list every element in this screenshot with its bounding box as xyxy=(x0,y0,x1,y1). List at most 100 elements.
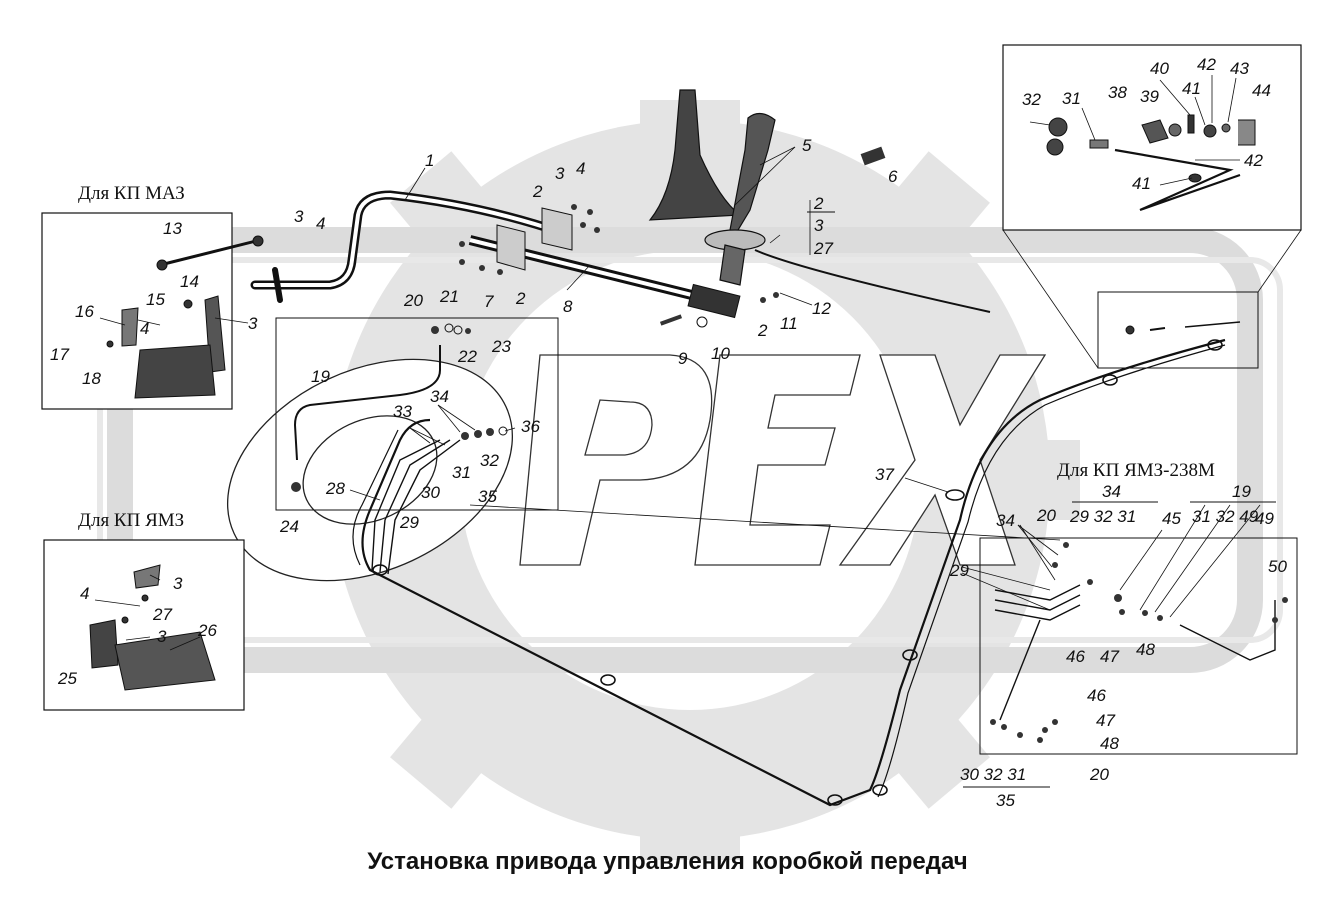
callout-3-yamz-b: 3 xyxy=(157,627,167,646)
callout-3-upper: 3 xyxy=(294,207,304,226)
callout-21: 21 xyxy=(440,287,459,306)
part-6 xyxy=(860,146,886,166)
callout-42-lower: 42 xyxy=(1244,151,1263,170)
callout-13: 13 xyxy=(163,219,182,238)
fraction-4-den: 27 xyxy=(814,239,833,258)
callout-4: 4 xyxy=(576,159,586,178)
fraction-2-num: 19 xyxy=(1232,482,1251,501)
top-right-parts xyxy=(1046,114,1256,212)
callout-10: 10 xyxy=(711,344,730,363)
callout-40: 40 xyxy=(1150,59,1169,78)
fraction-4-num: 2 3 xyxy=(814,194,824,235)
rod-loop xyxy=(352,338,1226,807)
watermark-band xyxy=(107,227,1263,673)
callout-3: 3 xyxy=(555,164,565,183)
callout-44: 44 xyxy=(1252,81,1271,100)
callout-14: 14 xyxy=(180,272,199,291)
hardware xyxy=(291,204,1288,743)
callout-38: 38 xyxy=(1108,83,1127,102)
callout-39: 39 xyxy=(1140,87,1159,106)
fraction-1-den: 29 32 31 xyxy=(1070,507,1137,526)
callout-8: 8 xyxy=(563,297,573,316)
callout-3-maz: 3 xyxy=(248,314,258,333)
callout-20-right: 20 xyxy=(1037,506,1056,525)
fraction-2-den: 31 32 49 xyxy=(1192,507,1259,526)
callout-4-maz: 4 xyxy=(140,319,150,338)
callout-45: 45 xyxy=(1162,509,1181,528)
callout-18: 18 xyxy=(82,369,101,388)
callout-34: 34 xyxy=(430,387,449,406)
callout-36: 36 xyxy=(521,417,540,436)
inset-small-right xyxy=(1097,291,1259,369)
callout-32-topright: 32 xyxy=(1022,90,1041,109)
callout-9: 9 xyxy=(678,349,688,368)
caption-yamz: Для КП ЯМЗ xyxy=(78,510,185,531)
cable-right xyxy=(754,249,991,313)
callout-2-right: 2 xyxy=(758,321,768,340)
fraction-bars xyxy=(807,211,1276,788)
main-rod xyxy=(250,190,565,303)
callout-29-right: 29 xyxy=(950,561,969,580)
callout-28: 28 xyxy=(326,479,345,498)
callout-33: 33 xyxy=(393,402,412,421)
callout-20: 20 xyxy=(404,291,423,310)
small-right-parts xyxy=(1125,321,1241,335)
watermark-letters xyxy=(519,354,1047,566)
lever-boot xyxy=(648,89,776,286)
callout-11: 11 xyxy=(780,314,798,333)
callout-34-right: 34 xyxy=(996,511,1015,530)
callout-30: 30 xyxy=(421,483,440,502)
callout-43: 43 xyxy=(1230,59,1249,78)
callout-4-yamz: 4 xyxy=(80,584,90,603)
callout-48-lower: 48 xyxy=(1100,734,1119,753)
inset-center-left xyxy=(275,317,559,511)
callout-32: 32 xyxy=(480,451,499,470)
callout-25: 25 xyxy=(58,669,77,688)
callout-37: 37 xyxy=(875,465,894,484)
callout-46-lower: 46 xyxy=(1087,686,1106,705)
callout-24: 24 xyxy=(280,517,299,536)
callout-20-lower: 20 xyxy=(1090,765,1109,784)
maz-parts xyxy=(106,235,264,399)
fraction-3-num: 30 32 31 xyxy=(960,765,1027,784)
callout-49: 49 xyxy=(1255,509,1274,528)
inset-yamz238 xyxy=(979,537,1298,755)
callout-1: 1 xyxy=(425,151,435,170)
caption-maz: Для КП МАЗ xyxy=(78,183,185,204)
callout-19: 19 xyxy=(311,367,330,386)
callout-4-upper: 4 xyxy=(316,214,326,233)
callout-50: 50 xyxy=(1268,557,1287,576)
callout-15: 15 xyxy=(146,290,165,309)
callout-17: 17 xyxy=(50,345,69,364)
callout-29: 29 xyxy=(400,513,419,532)
callout-47: 47 xyxy=(1100,647,1119,666)
callout-3-yamz-a: 3 xyxy=(173,574,183,593)
rod-19 xyxy=(293,345,441,461)
callout-31: 31 xyxy=(452,463,471,482)
callout-7: 7 xyxy=(484,292,494,311)
callout-16: 16 xyxy=(75,302,94,321)
callout-2-mid: 2 xyxy=(516,289,526,308)
callout-48: 48 xyxy=(1136,640,1155,659)
callout-42: 42 xyxy=(1197,55,1216,74)
shaft xyxy=(468,207,741,319)
yamz-parts xyxy=(89,564,216,691)
callout-6: 6 xyxy=(888,167,898,186)
caption-yamz238: Для КП ЯМЗ-238М xyxy=(1057,460,1215,481)
callout-26: 26 xyxy=(198,621,217,640)
callout-27: 27 xyxy=(153,605,172,624)
callout-5: 5 xyxy=(802,136,812,155)
fraction-3-den: 35 xyxy=(996,791,1015,810)
fraction-1-num: 34 xyxy=(1102,482,1121,501)
rod-clips xyxy=(372,339,1223,806)
callout-41: 41 xyxy=(1182,79,1201,98)
parallel-rods xyxy=(371,439,461,575)
leader-lines xyxy=(94,75,1261,651)
callout-2: 2 xyxy=(533,182,543,201)
callout-46: 46 xyxy=(1066,647,1085,666)
callout-47-lower: 47 xyxy=(1096,711,1115,730)
callout-23: 23 xyxy=(492,337,511,356)
callout-41-lower: 41 xyxy=(1132,174,1151,193)
callout-35: 35 xyxy=(478,487,497,506)
